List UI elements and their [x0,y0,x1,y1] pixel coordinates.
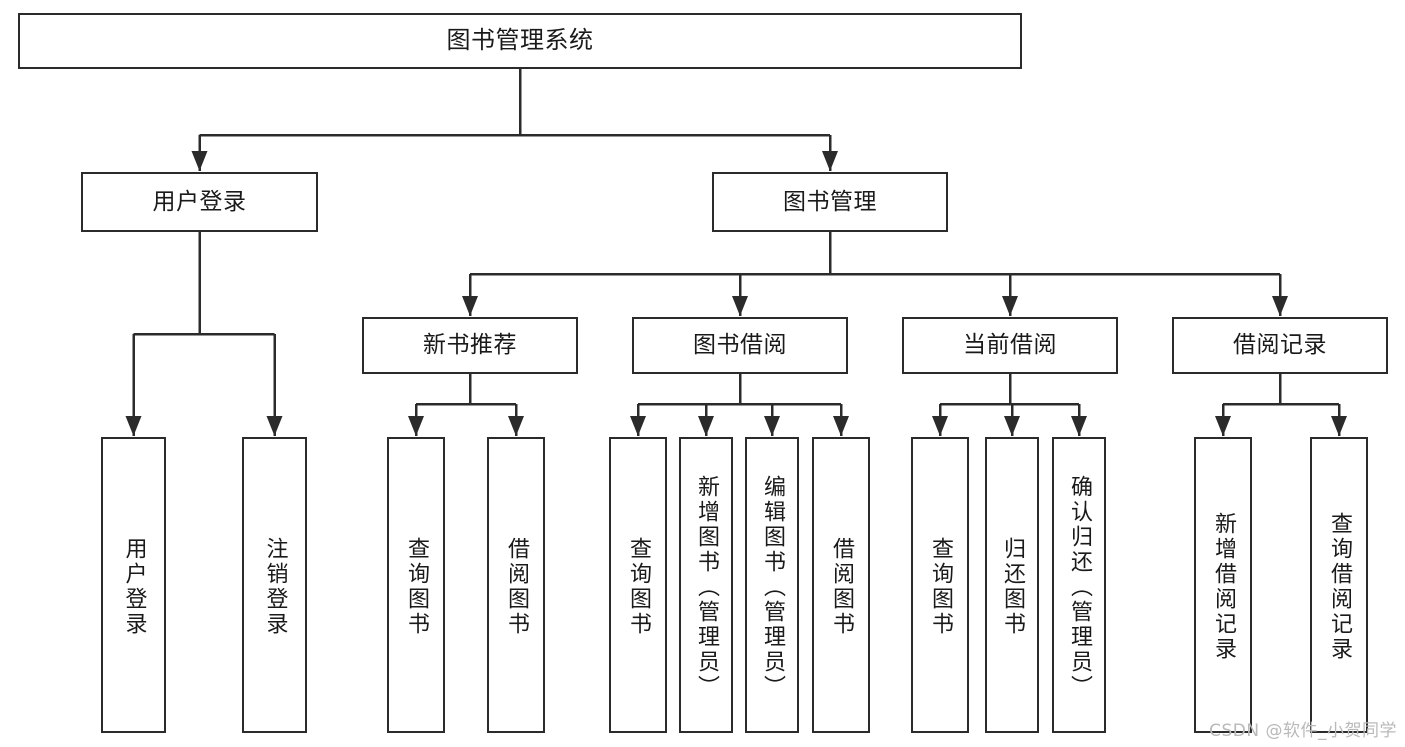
node-label: 用户登录 [152,188,247,215]
node-root[interactable]: 图书管理系统 [18,13,1022,69]
node-leaf-borrow-book-2[interactable]: 借阅图书 [812,437,870,733]
node-label: 新增图书（管理员） [694,474,719,700]
node-label: 新书推荐 [423,332,517,359]
node-label: 新增借阅记录 [1211,512,1236,662]
node-book-borrow[interactable]: 图书借阅 [632,317,848,374]
node-label: 查询图书 [928,537,953,637]
node-label: 注销登录 [262,537,288,637]
node-label: 查询图书 [626,537,651,637]
node-book-mgmt[interactable]: 图书管理 [712,172,948,232]
node-leaf-borrow-book-1[interactable]: 借阅图书 [487,437,545,733]
node-label: 图书借阅 [693,332,787,359]
node-label: 借阅记录 [1233,332,1327,359]
node-leaf-confirm-return[interactable]: 确认归还（管理员） [1052,437,1106,733]
node-current-borrow[interactable]: 当前借阅 [902,317,1118,374]
node-leaf-add-book[interactable]: 新增图书（管理员） [679,437,733,733]
node-leaf-user-login[interactable]: 用户登录 [101,437,166,733]
node-leaf-return-book[interactable]: 归还图书 [985,437,1039,733]
node-new-book-rec[interactable]: 新书推荐 [362,317,578,374]
node-label: 确认归还（管理员） [1067,474,1092,700]
node-leaf-user-logout[interactable]: 注销登录 [242,437,307,733]
node-borrow-record[interactable]: 借阅记录 [1172,317,1388,374]
node-label: 用户登录 [121,537,147,637]
node-label: 查询借阅记录 [1327,512,1352,662]
node-leaf-query-book-2[interactable]: 查询图书 [609,437,667,733]
node-label: 当前借阅 [963,332,1057,359]
node-leaf-edit-book[interactable]: 编辑图书（管理员） [745,437,799,733]
node-label: 编辑图书（管理员） [760,474,785,700]
node-label: 图书管理系统 [446,26,594,55]
node-leaf-query-book-3[interactable]: 查询图书 [911,437,969,733]
node-label: 图书管理 [783,188,877,215]
node-leaf-query-record[interactable]: 查询借阅记录 [1310,437,1368,733]
node-label: 借阅图书 [829,537,854,637]
watermark-label: CSDN @软件_小贺同学 [1209,721,1397,741]
node-label: 借阅图书 [504,537,529,637]
node-leaf-query-book-1[interactable]: 查询图书 [387,437,445,733]
node-login[interactable]: 用户登录 [81,172,318,232]
node-label: 归还图书 [1000,537,1025,637]
node-label: 查询图书 [404,537,429,637]
node-leaf-add-record[interactable]: 新增借阅记录 [1194,437,1252,733]
